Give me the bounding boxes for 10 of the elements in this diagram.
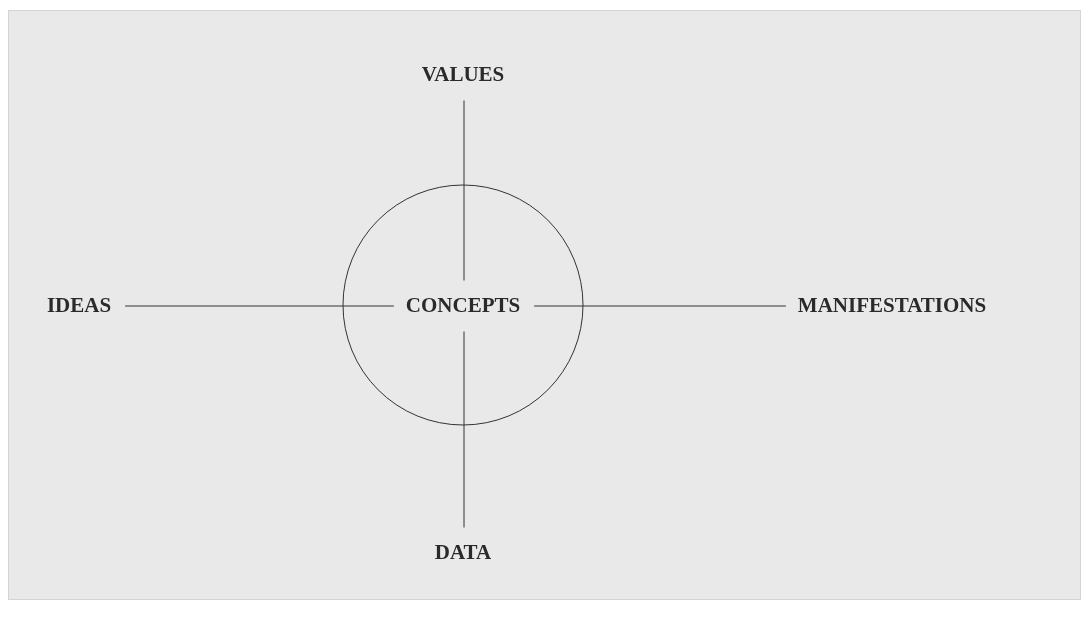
circle-outline: [342, 184, 584, 426]
connector-line: [463, 331, 465, 528]
connector-line: [463, 100, 465, 281]
node-label: VALUES: [421, 61, 505, 87]
node-label: DATA: [434, 539, 492, 565]
node-label: IDEAS: [46, 292, 112, 318]
connector-line: [533, 305, 787, 307]
node-label: CONCEPTS: [405, 292, 521, 318]
node-label: MANIFESTATIONS: [797, 292, 987, 318]
connector-line: [124, 305, 395, 307]
